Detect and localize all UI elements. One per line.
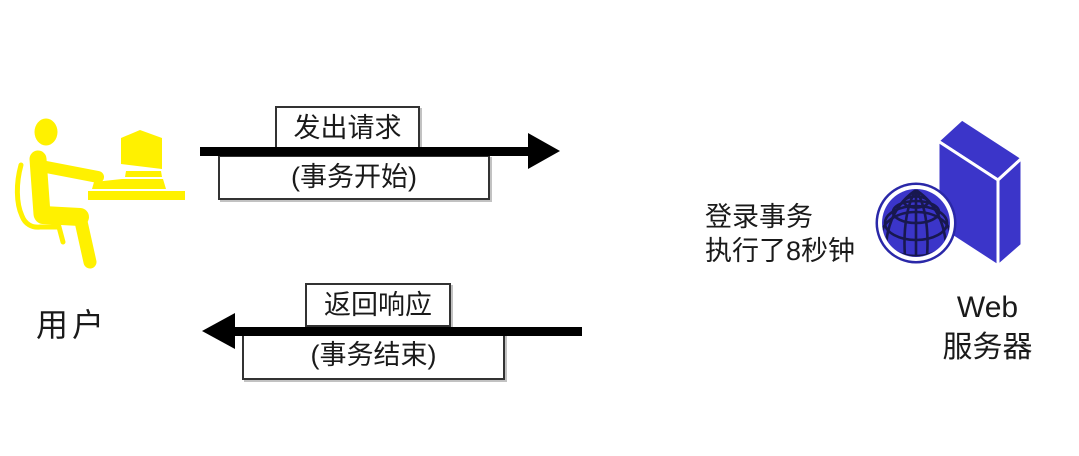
person-at-computer-graphic	[14, 118, 185, 269]
response-sublabel: (事务结束)	[310, 340, 437, 370]
user-label: 用户	[36, 307, 109, 343]
monitor-shape	[121, 130, 162, 169]
server-note-line1: 登录事务	[705, 202, 813, 232]
server-label-line2: 服务器	[942, 331, 1033, 364]
monitor-stand-shape	[125, 171, 162, 177]
server-label: Web 服务器	[895, 288, 1079, 368]
request-sublabel-box: (事务开始)	[218, 155, 490, 200]
chair-shape	[14, 162, 66, 245]
person-shape	[29, 118, 104, 269]
globe-grid-lines	[882, 189, 950, 257]
response-arrowhead-icon	[202, 313, 235, 349]
computer-desk-shape	[88, 130, 185, 200]
request-label-box: 发出请求	[275, 106, 420, 150]
keyboard-shape	[92, 179, 125, 189]
server-note-line2: 执行了8秒钟	[705, 236, 856, 266]
server-label-line1: Web	[956, 291, 1019, 324]
server-note: 登录事务 执行了8秒钟	[705, 200, 855, 268]
globe-server-graphic	[875, 117, 1024, 268]
response-label-box: 返回响应	[305, 283, 451, 327]
request-arrow-shaft	[200, 147, 533, 156]
request-arrowhead-icon	[528, 133, 560, 169]
request-sublabel: (事务开始)	[291, 162, 417, 192]
request-label: 发出请求	[293, 112, 402, 143]
response-label: 返回响应	[324, 289, 432, 320]
globe-server-icon	[858, 108, 1040, 278]
response-arrow-shaft	[232, 327, 582, 336]
desk-shape	[88, 191, 185, 200]
person-at-computer-icon	[10, 110, 195, 275]
response-sublabel-box: (事务结束)	[242, 331, 505, 380]
globe-shape	[875, 182, 957, 264]
cpu-box-shape	[119, 179, 166, 189]
